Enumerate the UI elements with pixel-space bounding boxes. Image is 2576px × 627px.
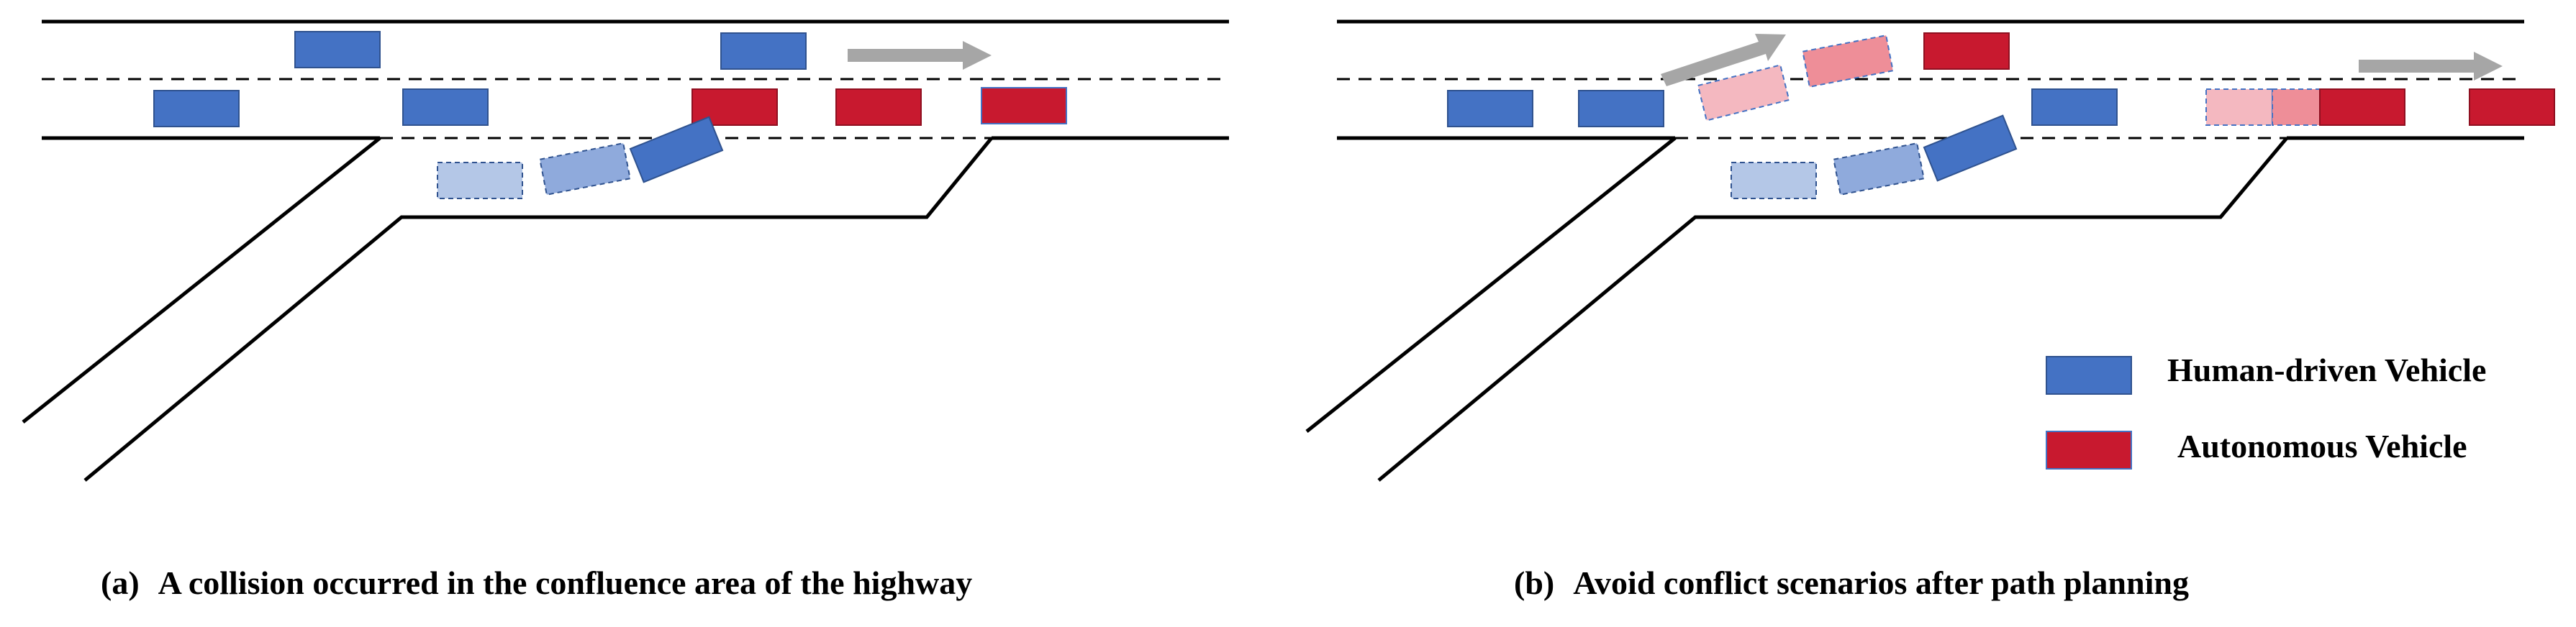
vehicles-b <box>1447 32 2555 199</box>
autonomous-vehicle-icon <box>2469 88 2555 126</box>
autonomous-ghost-vehicle <box>2272 88 2321 126</box>
merging-human-vehicle <box>1923 114 2018 182</box>
ramp-inner-edge <box>22 137 381 424</box>
autonomous-vehicle-icon <box>2319 88 2405 126</box>
autonomous-vehicle-icon <box>835 88 922 126</box>
ramp-inner-edge <box>1305 137 1677 433</box>
legend-human-swatch <box>2046 356 2132 395</box>
legend-autonomous-swatch <box>2046 431 2132 470</box>
panel-b <box>1305 19 2555 482</box>
human-ghost-vehicle <box>437 162 523 199</box>
human-vehicle-icon <box>2031 88 2118 126</box>
legend <box>2046 356 2132 470</box>
ramp-outer-edge <box>83 137 993 482</box>
caption-b: (b) Avoid conflict scenarios after path p… <box>1514 564 2189 602</box>
panel-a <box>22 19 1229 482</box>
legend-autonomous-label: Autonomous Vehicle <box>2177 428 2467 464</box>
autonomous-vehicle-icon <box>981 87 1067 124</box>
direction-arrow-icon <box>1661 34 1786 86</box>
human-vehicle-icon <box>153 90 240 127</box>
autonomous-vehicle-icon <box>1923 32 2010 70</box>
human-vehicle-icon <box>1578 90 1664 127</box>
human-ghost-vehicle <box>539 142 631 196</box>
human-vehicle-icon <box>720 32 807 70</box>
caption-a: (a) A collision occurred in the confluenc… <box>101 564 972 602</box>
caption-b-text: Avoid conflict scenarios after path plan… <box>1573 564 2189 601</box>
autonomous-ghost-vehicle <box>1697 64 1790 122</box>
human-vehicle-icon <box>1447 90 1533 127</box>
direction-arrow-icon <box>848 41 992 70</box>
merging-human-vehicle <box>629 116 724 183</box>
autonomous-ghost-vehicle <box>2205 88 2273 126</box>
human-vehicle-icon <box>294 31 381 68</box>
legend-human-label: Human-driven Vehicle <box>2167 352 2487 388</box>
caption-a-tag: (a) <box>101 564 140 601</box>
road-a <box>22 19 1229 482</box>
road-b <box>1305 19 2524 482</box>
vehicles-a <box>153 31 1067 199</box>
direction-arrow-icon <box>2359 52 2503 81</box>
caption-b-tag: (b) <box>1514 564 1555 601</box>
human-ghost-vehicle <box>1833 142 1925 196</box>
human-vehicle-icon <box>402 88 489 126</box>
autonomous-ghost-vehicle <box>1802 35 1894 88</box>
caption-a-text: A collision occurred in the confluence a… <box>158 564 973 601</box>
ramp-outer-edge <box>1377 137 2288 482</box>
human-ghost-vehicle <box>1731 162 1817 199</box>
